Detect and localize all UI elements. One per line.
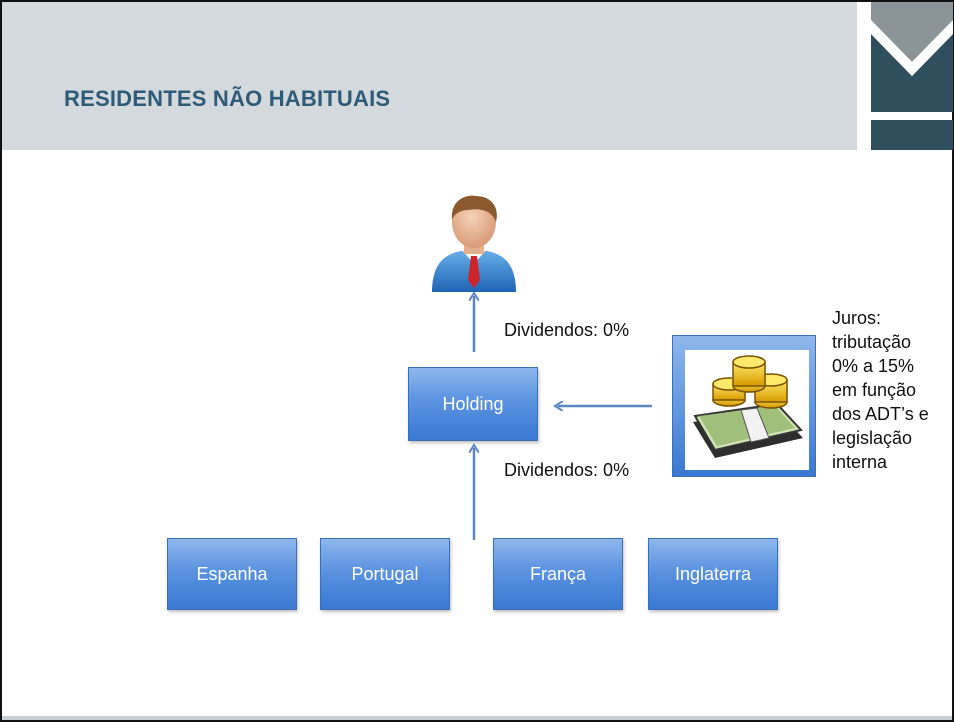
dividend-label-top: Dividendos: 0% <box>504 320 630 340</box>
country-box-espanha: Espanha <box>167 538 297 610</box>
money-stack-icon <box>693 355 803 458</box>
money-picture <box>685 350 809 470</box>
header-band <box>2 2 857 150</box>
note-line: em função <box>832 380 917 400</box>
person-icon <box>432 195 516 292</box>
holding-box: Holding <box>408 367 538 441</box>
money-frame <box>672 335 816 477</box>
note-line: Juros: <box>832 308 882 328</box>
bottom-divider <box>2 716 952 720</box>
dividend-label-bottom: Dividendos: 0% <box>504 460 630 480</box>
country-box-inglaterra: Inglaterra <box>648 538 778 610</box>
note-line: dos ADT’s e <box>832 404 929 424</box>
note-line: 0% a 15% <box>832 356 915 376</box>
note-line: interna <box>832 452 888 472</box>
country-box-portugal: Portugal <box>320 538 450 610</box>
note-line: tributação <box>832 332 912 352</box>
logo-icon <box>871 2 953 150</box>
interest-note: Juros: tributação 0% a 15% em função dos… <box>832 306 952 474</box>
page-title: RESIDENTES NÃO HABITUAIS <box>64 86 391 111</box>
country-box-franca: França <box>493 538 623 610</box>
note-line: legislação <box>832 428 913 448</box>
